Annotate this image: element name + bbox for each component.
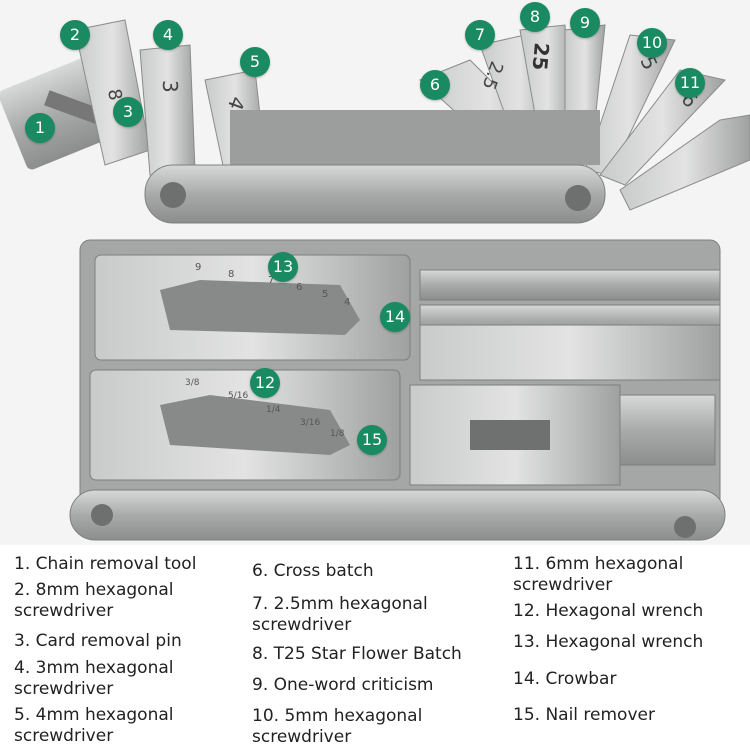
hex-wrench-13-slot bbox=[160, 280, 360, 335]
svg-text:3/8: 3/8 bbox=[185, 378, 200, 388]
svg-text:1/4: 1/4 bbox=[266, 405, 281, 415]
lower-left-pivot bbox=[91, 504, 113, 526]
legend-item-8: 8. T25 Star Flower Batch bbox=[252, 644, 462, 664]
upper-left-pivot bbox=[160, 182, 186, 208]
upper-side-plate bbox=[144, 164, 606, 224]
svg-text:9: 9 bbox=[195, 262, 201, 273]
callout-8: 8 bbox=[520, 2, 550, 32]
legend-item-9: 9. One-word criticism bbox=[252, 675, 434, 695]
callout-9: 9 bbox=[570, 8, 600, 38]
chain-tool-screw bbox=[470, 420, 550, 450]
wrench-12-markings: 3/8 5/16 1/4 3/16 1/8 bbox=[185, 378, 345, 439]
callout-1: 1 bbox=[25, 113, 55, 143]
folded-bit-3 bbox=[419, 324, 721, 381]
legend-item-10: 10. 5mm hexagonal screwdriver bbox=[252, 706, 423, 747]
upper-right-pivot bbox=[565, 185, 591, 211]
upper-tool: 8 3 4 2 2.5 25 5 6 bbox=[0, 19, 750, 224]
svg-text:3/16: 3/16 bbox=[300, 418, 320, 428]
callout-12: 12 bbox=[250, 368, 280, 398]
lower-tool: 9 8 7 6 5 4 3/8 5/16 1/4 3/16 1/8 bbox=[69, 239, 726, 541]
callout-2: 2 bbox=[60, 20, 90, 50]
callout-5: 5 bbox=[240, 47, 270, 77]
svg-text:1/8: 1/8 bbox=[330, 429, 345, 439]
legend-item-12: 12. Hexagonal wrench bbox=[513, 601, 704, 621]
wrench-13-markings: 9 8 7 6 5 4 bbox=[195, 262, 350, 308]
legend-item-1: 1. Chain removal tool bbox=[14, 554, 197, 574]
legend-item-15: 15. Nail remover bbox=[513, 705, 655, 725]
callout-7: 7 bbox=[465, 20, 495, 50]
upper-body-back bbox=[230, 110, 600, 165]
lower-right-pivot bbox=[674, 516, 696, 538]
callout-11: 11 bbox=[675, 68, 705, 98]
lower-side-plate bbox=[69, 489, 726, 541]
parts-legend: 1. Chain removal tool 2. 8mm hexagonal s… bbox=[0, 545, 750, 750]
callout-3: 3 bbox=[113, 97, 143, 127]
svg-text:8: 8 bbox=[228, 269, 234, 280]
legend-item-3: 3. Card removal pin bbox=[14, 631, 182, 651]
legend-item-11: 11. 6mm hexagonal screwdriver bbox=[513, 554, 684, 595]
bit-3mm bbox=[139, 44, 196, 176]
legend-item-14: 14. Crowbar bbox=[513, 669, 617, 689]
callout-4: 4 bbox=[153, 20, 183, 50]
svg-text:6: 6 bbox=[296, 282, 302, 293]
svg-text:5: 5 bbox=[322, 289, 328, 300]
legend-item-2: 2. 8mm hexagonal screwdriver bbox=[14, 580, 174, 621]
callout-6: 6 bbox=[420, 70, 450, 100]
svg-text:7: 7 bbox=[268, 275, 274, 286]
multitool-photo: 8 3 4 2 2.5 25 5 6 bbox=[0, 0, 750, 545]
legend-item-7: 7. 2.5mm hexagonal screwdriver bbox=[252, 594, 428, 635]
svg-text:4: 4 bbox=[344, 297, 350, 308]
callout-10: 10 bbox=[637, 28, 667, 58]
folded-bit-1 bbox=[419, 269, 721, 301]
chain-tool-handle bbox=[619, 394, 716, 466]
callout-13: 13 bbox=[268, 252, 298, 282]
svg-text:5/16: 5/16 bbox=[228, 391, 248, 401]
legend-item-6: 6. Cross batch bbox=[252, 561, 374, 581]
bit-25-marking: 25 bbox=[528, 42, 554, 72]
legend-item-5: 5. 4mm hexagonal screwdriver bbox=[14, 705, 174, 746]
callout-15: 15 bbox=[357, 425, 387, 455]
bit-3-marking: 3 bbox=[158, 80, 182, 93]
callout-14: 14 bbox=[380, 302, 410, 332]
legend-item-4: 4. 3mm hexagonal screwdriver bbox=[14, 658, 174, 699]
bit-extra bbox=[619, 114, 750, 211]
legend-item-13: 13. Hexagonal wrench bbox=[513, 632, 704, 652]
hex-wrench-12-slot bbox=[160, 395, 350, 455]
bit-6mm bbox=[599, 69, 726, 186]
multitool-illustration: 8 3 4 2 2.5 25 5 6 bbox=[0, 19, 750, 541]
